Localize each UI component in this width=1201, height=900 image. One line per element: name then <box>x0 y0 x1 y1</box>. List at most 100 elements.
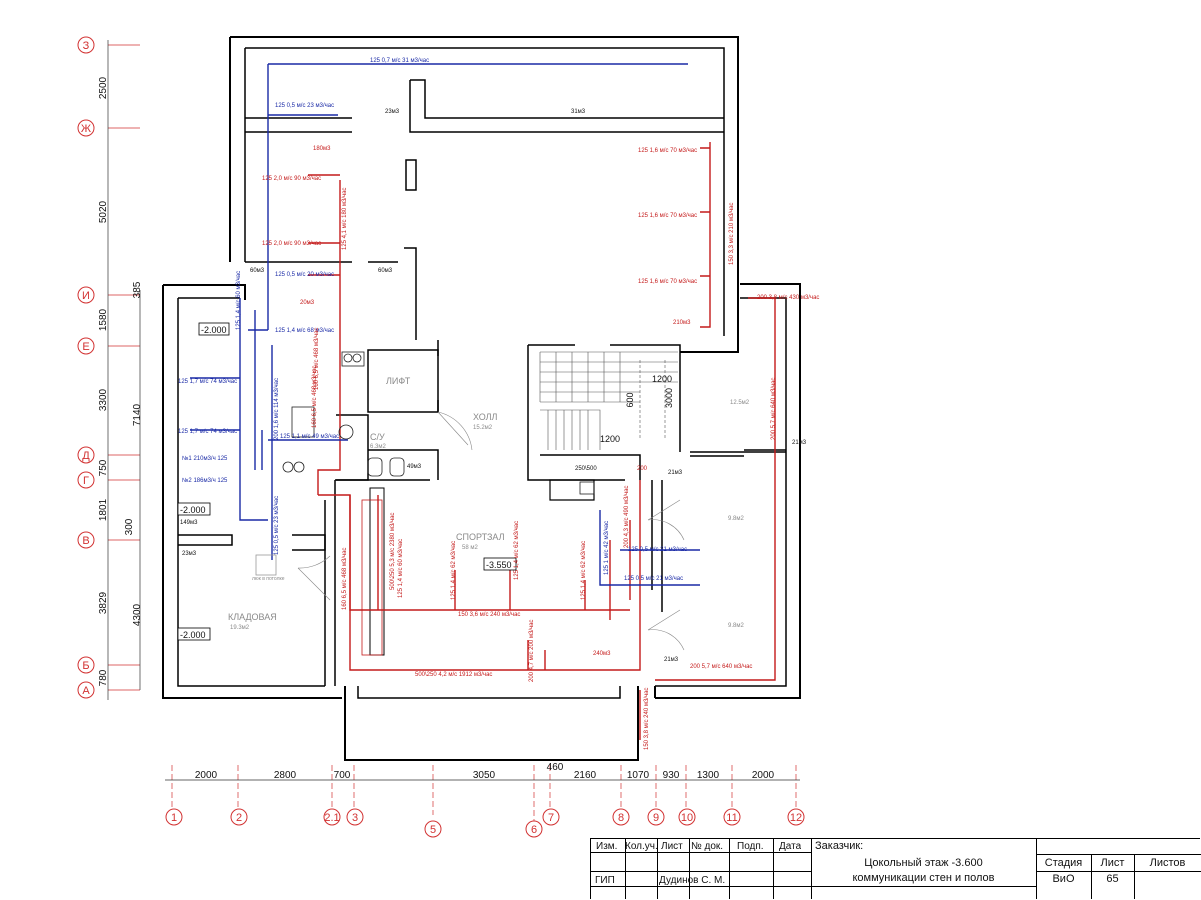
dim-label: 300 <box>124 518 135 535</box>
duct-label: 125 1,4 м/с 62 м3/час <box>514 521 520 580</box>
duct-label: 160 6,5 м/с 468 м3/час <box>314 328 320 390</box>
dim-label: 1580 <box>98 308 109 331</box>
level-mark: -3.550 <box>486 560 512 570</box>
sheet-label: Лист <box>1100 857 1125 869</box>
duct-label: 125 1,6 м/с 70 м3/час <box>638 213 697 219</box>
duct-label: 125 2,0 м/с 90 м3/час <box>262 176 321 182</box>
stairs <box>539 351 678 450</box>
level-mark: -2.000 <box>180 630 206 640</box>
duct-label: 125 0,5 м/с 21 м3/час <box>628 547 687 553</box>
bottom-dimensions: 2000 2800 700 3050 460 2160 1070 930 130… <box>195 762 775 781</box>
duct-label: 150 3,8 м/с 240 м3/час <box>644 688 650 750</box>
col-list: Лист <box>661 841 683 852</box>
axis-letter: Б <box>82 660 89 672</box>
col-data: Дата <box>779 841 802 852</box>
duct-label: 125 0,7 м/с 31 м3/час <box>370 58 429 64</box>
duct-label: 200 5,7 м/с 640 м3/час <box>771 378 777 440</box>
room-labels: ЛИФТ ХОЛЛ 15.2м2 С/У 6.3м2 СПОРТЗАЛ 58 м… <box>228 374 750 631</box>
flow-label: 49м3 <box>407 464 422 470</box>
flow-label: 21м3 <box>668 470 683 476</box>
dim-label: 930 <box>663 770 680 781</box>
axis-letter: Г <box>83 475 89 487</box>
sheet-title-line2: коммуникации стен и полов <box>852 872 995 884</box>
duct-label: 125 0,5 м/с 23 м3/час <box>274 496 280 555</box>
axis-letter: З <box>83 40 90 52</box>
col-ndok: № док. <box>691 841 724 852</box>
flow-label: 23м3 <box>385 109 400 115</box>
left-dimensions: 2500 5020 1580 3300 750 1801 3829 780 38… <box>98 76 143 686</box>
duct-label: 150 3,3 м/с 210 м3/час <box>729 203 735 265</box>
dim-label: 3829 <box>98 591 109 614</box>
dim-label: 3300 <box>98 388 109 411</box>
sheet-number: 65 <box>1106 873 1119 885</box>
stair-dim: 600 <box>625 392 635 407</box>
customer-label: Заказчик: <box>815 840 864 852</box>
exhaust-ducts <box>190 63 700 586</box>
duct-label: 125 1,4 м/с 60 м3/час <box>236 271 242 330</box>
axis-number: 7 <box>548 812 554 824</box>
room-area: 15.2м2 <box>473 425 493 431</box>
axis-number: 5 <box>430 824 436 836</box>
axis-number: 1 <box>171 812 177 824</box>
duct-label: 125 1,6 м/с 70 м3/час <box>638 279 697 285</box>
stair-dim: 3000 <box>664 388 674 408</box>
duct-label: 125 1,7 м/с 74 м3/час <box>178 429 237 435</box>
duct-label: 200 4,3 м/с 490 м3/час <box>624 486 630 548</box>
flow-label: 21м3 <box>664 657 679 663</box>
dim-label: 2000 <box>195 770 218 781</box>
axis-grid-lines <box>107 40 800 825</box>
level-mark: -2.000 <box>180 505 206 515</box>
dim-label: 2000 <box>752 770 775 781</box>
doors <box>297 411 685 651</box>
duct-label: 125 1 м/с 42 м3/час <box>604 521 610 575</box>
duct-label: 125 1,4 м/с 68 м3/час <box>275 328 334 334</box>
axis-number: 6 <box>531 824 537 836</box>
stair-dim: 1200 <box>600 434 620 444</box>
axis-letter: И <box>82 290 90 302</box>
dim-label: 780 <box>98 669 109 686</box>
duct-label: 200 <box>637 466 648 472</box>
flow-label: 60м3 <box>378 268 393 274</box>
duct-label: 125 1,4 м/с 62 м3/час <box>581 541 587 600</box>
fan-label: №1 210м3/ч 125 <box>182 455 228 462</box>
level-mark: -2.000 <box>201 325 227 335</box>
stage-value: ВиО <box>1052 873 1075 885</box>
dim-label: 1801 <box>98 498 109 521</box>
flow-label: 21м3 <box>792 440 807 446</box>
room-area: 19.3м2 <box>230 625 250 631</box>
gip-name: Дудинов С. М. <box>659 875 726 886</box>
dim-label: 750 <box>98 459 109 476</box>
col-izm: Изм. <box>596 841 618 852</box>
duct-label: 125 1,4 м/с 60 м3/час <box>398 539 404 598</box>
axis-letter-markers: З Ж И Е Д Г В Б А <box>77 36 95 699</box>
level-marks: -2.000 -2.000 -2.000 -3.550 <box>177 322 517 641</box>
duct-label: 125 0,5 м/с 23 м3/час <box>275 103 334 109</box>
room-area: 12.5м2 <box>730 400 750 406</box>
duct-label: 150 3,6 м/с 240 м3/час <box>458 612 520 618</box>
dim-label: 1070 <box>627 770 650 781</box>
stair-dim: 1200 <box>652 374 672 384</box>
duct-label: 500\250 4,2 м/с 1912 м3/час <box>415 672 492 678</box>
dim-label: 2800 <box>274 770 297 781</box>
axis-number: 12 <box>790 812 802 824</box>
supply-labels: 180м3 125 2,0 м/с 90 м3/час 125 2,0 м/с … <box>262 146 819 750</box>
exhaust-labels: 125 0,7 м/с 31 м3/час 125 0,5 м/с 23 м3/… <box>178 58 687 582</box>
dim-label: 700 <box>334 770 351 781</box>
axis-letter: Е <box>82 341 89 353</box>
dim-label: 1300 <box>697 770 720 781</box>
dim-label: 460 <box>547 762 564 773</box>
col-podp: Подп. <box>737 841 764 852</box>
axis-letter: В <box>82 535 89 547</box>
duct-label: 200 3,8 м/с 430 м3/час <box>757 295 819 301</box>
stage-label: Стадия <box>1044 857 1083 869</box>
duct-label: 125 2,0 м/с 90 м3/час <box>262 241 321 247</box>
role-gip: ГИП <box>595 875 615 886</box>
duct-label: 125 4,1 м/с 180 м3/час <box>342 188 348 250</box>
duct-label: 125 1,7 м/с 74 м3/час <box>178 379 237 385</box>
title-block: Изм. Кол.уч. Лист № док. Подп. Дата Зака… <box>590 838 1201 899</box>
room-name-gym: СПОРТЗАЛ <box>456 532 505 542</box>
duct-label: 200 1,6 м/с 114 м3/час <box>274 378 280 440</box>
dim-label: 2160 <box>574 770 597 781</box>
room-area: 58 м2 <box>462 545 478 551</box>
